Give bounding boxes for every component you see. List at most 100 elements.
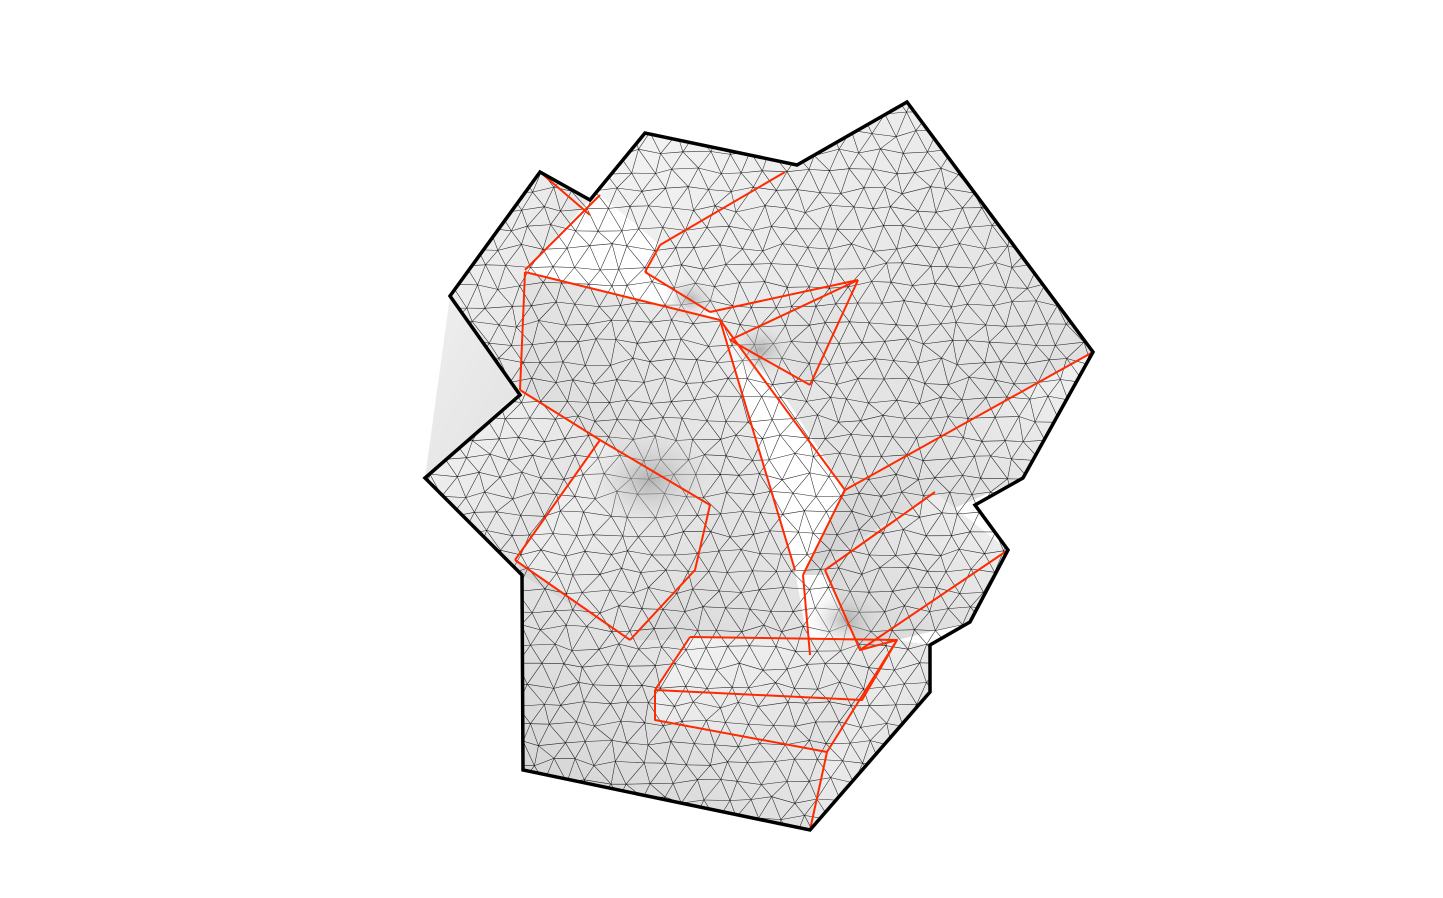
mesh-edge xyxy=(521,781,531,798)
mesh-edge xyxy=(967,303,994,306)
mesh-edge xyxy=(561,800,580,818)
mesh-edge xyxy=(923,343,942,359)
mesh-edge xyxy=(587,319,612,325)
mesh-edge xyxy=(563,663,580,683)
mesh-edge xyxy=(890,206,919,212)
mesh-edge xyxy=(425,102,431,116)
mesh-edge xyxy=(1058,759,1081,764)
mesh-edge xyxy=(952,133,962,149)
mesh-edge xyxy=(702,590,720,607)
mesh-edge xyxy=(532,135,546,156)
mesh-edge xyxy=(584,148,594,168)
mesh-edge xyxy=(576,511,584,536)
mesh-edge xyxy=(714,744,728,762)
mesh-edge xyxy=(710,531,720,552)
mesh-edge xyxy=(940,323,954,341)
face-cube-right xyxy=(803,352,1093,575)
mesh-edge xyxy=(820,567,839,570)
mesh-edge xyxy=(775,668,788,683)
mesh-edge xyxy=(412,651,418,664)
mesh-edge xyxy=(890,262,903,283)
mesh-edge xyxy=(599,305,621,307)
mesh-edge xyxy=(781,631,796,652)
mesh-edge xyxy=(638,227,663,230)
mesh-edge xyxy=(940,548,960,556)
feature-edge xyxy=(802,574,811,656)
mesh-edge xyxy=(571,148,586,168)
mesh-edge xyxy=(717,396,727,422)
mesh-edge xyxy=(928,765,936,782)
mesh-edge xyxy=(912,283,936,286)
mesh-edge xyxy=(938,229,953,249)
mesh-edge xyxy=(893,360,919,364)
mesh-edge xyxy=(544,419,556,442)
mesh-edge xyxy=(1060,492,1079,498)
mesh-edge xyxy=(785,207,797,229)
mesh-edge xyxy=(735,421,749,436)
mesh-edge xyxy=(719,590,742,593)
mesh-edge xyxy=(882,415,905,419)
mesh-edge xyxy=(567,136,572,150)
mesh-edge xyxy=(521,378,532,403)
mesh-edge xyxy=(941,340,954,359)
mesh-edge xyxy=(749,131,760,152)
mesh-edge xyxy=(884,341,894,361)
mesh-edge xyxy=(425,549,431,557)
mesh-edge xyxy=(863,187,874,209)
mesh-edge xyxy=(880,491,902,497)
mesh-edge xyxy=(1038,248,1049,264)
mesh-edge xyxy=(720,707,726,723)
mesh-edge xyxy=(1046,496,1062,515)
mesh-edge xyxy=(995,513,1006,533)
mesh-edge xyxy=(994,723,1004,741)
mesh-edge xyxy=(562,361,573,380)
mesh-edge xyxy=(962,455,975,476)
mesh-edge xyxy=(930,186,946,189)
mesh-edge xyxy=(463,552,480,574)
mesh-edge xyxy=(531,377,557,383)
mesh-edge xyxy=(512,472,523,500)
mesh-edge xyxy=(587,822,599,830)
mesh-edge xyxy=(786,169,810,172)
mesh-edge xyxy=(672,207,686,231)
mesh-edge xyxy=(769,136,789,151)
mesh-edge xyxy=(641,665,656,686)
mesh-edge xyxy=(425,762,443,764)
mesh-edge xyxy=(589,231,599,246)
mesh-edge xyxy=(771,263,798,266)
mesh-edge xyxy=(1034,625,1049,646)
mesh-edge xyxy=(840,800,854,820)
mesh-edge xyxy=(714,205,730,227)
mesh-edge xyxy=(1036,190,1049,213)
mesh-edge xyxy=(1114,554,1122,572)
mesh-edge xyxy=(556,301,575,305)
mesh-edge xyxy=(884,324,897,342)
mesh-edge xyxy=(708,320,723,347)
mesh-edge xyxy=(410,629,419,650)
mesh-edge xyxy=(716,820,726,830)
mesh-edge xyxy=(425,187,446,192)
mesh-edge xyxy=(930,397,942,419)
mesh-edge xyxy=(469,837,489,840)
mesh-edge xyxy=(761,781,788,785)
mesh-edge xyxy=(896,130,916,137)
mesh-edge xyxy=(556,479,565,495)
mesh-edge xyxy=(425,722,434,743)
mesh-edge xyxy=(776,190,787,209)
mesh-edge xyxy=(1067,399,1084,423)
mesh-edge xyxy=(1058,744,1072,760)
mesh-edge xyxy=(672,783,682,804)
mesh-edge xyxy=(505,244,522,266)
mesh-edge xyxy=(541,663,554,689)
mesh-edge xyxy=(463,605,490,608)
mesh-edge xyxy=(860,402,869,421)
mesh-edge xyxy=(730,154,742,174)
mesh-edge xyxy=(838,422,852,435)
mesh-edge xyxy=(615,339,634,359)
mesh-edge xyxy=(1092,588,1093,610)
mesh-edge xyxy=(672,764,687,784)
mesh-edge xyxy=(428,798,442,818)
mesh-edge xyxy=(431,170,455,174)
